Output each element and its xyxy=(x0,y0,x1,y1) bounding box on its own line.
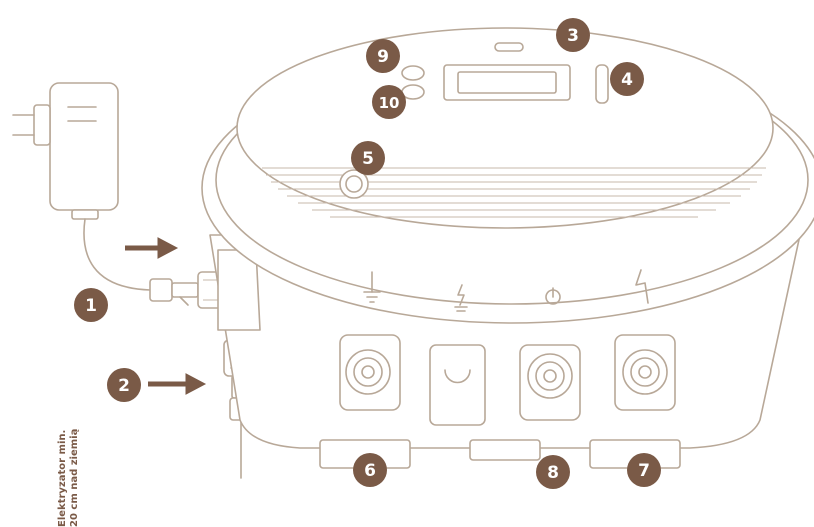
svg-text:3: 3 xyxy=(567,26,579,46)
indicator-slot xyxy=(494,42,524,52)
ground-lightning-symbol-icon xyxy=(454,284,468,312)
arrow-right-icon xyxy=(148,373,207,395)
svg-text:2: 2 xyxy=(118,376,130,396)
svg-text:8: 8 xyxy=(547,463,559,483)
terminal-knob-6 xyxy=(339,334,401,411)
lightning-symbol-icon xyxy=(635,269,649,304)
callout-1: 1 xyxy=(74,288,108,322)
callout-5: 5 xyxy=(351,141,385,175)
svg-text:7: 7 xyxy=(638,461,650,481)
height-note-line1: Elektryzator min. xyxy=(57,429,68,527)
button-10-icon xyxy=(401,84,425,100)
svg-text:1: 1 xyxy=(85,296,97,316)
callout-7: 7 xyxy=(627,453,661,487)
svg-text:10: 10 xyxy=(379,94,400,112)
ground-symbol-icon xyxy=(363,271,381,303)
callout-2: 2 xyxy=(107,368,141,402)
terminal-knob-8 xyxy=(519,344,581,421)
arrow-right-icon xyxy=(125,237,179,259)
svg-text:4: 4 xyxy=(621,70,633,90)
svg-text:9: 9 xyxy=(377,47,389,67)
power-button-icon xyxy=(339,169,369,199)
side-indicator xyxy=(595,64,609,104)
callout-3: 3 xyxy=(556,18,590,52)
height-note-line2: 20 cm nad ziemią xyxy=(69,428,80,527)
display-window xyxy=(443,64,571,101)
callout-8: 8 xyxy=(536,455,570,489)
power-adapter-icon xyxy=(12,82,233,309)
energizer-body xyxy=(201,27,814,469)
callout-9: 9 xyxy=(366,39,400,73)
callout-10: 10 xyxy=(372,85,406,119)
callout-4: 4 xyxy=(610,62,644,96)
height-note: Elektryzator min. 20 cm nad ziemią xyxy=(57,429,81,527)
power-symbol-icon xyxy=(545,287,561,305)
callout-6: 6 xyxy=(353,453,387,487)
terminal-knob-7 xyxy=(614,334,676,411)
terminal-hook xyxy=(429,344,486,426)
svg-text:6: 6 xyxy=(364,461,376,481)
svg-text:5: 5 xyxy=(362,149,374,169)
button-9-icon xyxy=(401,65,425,81)
